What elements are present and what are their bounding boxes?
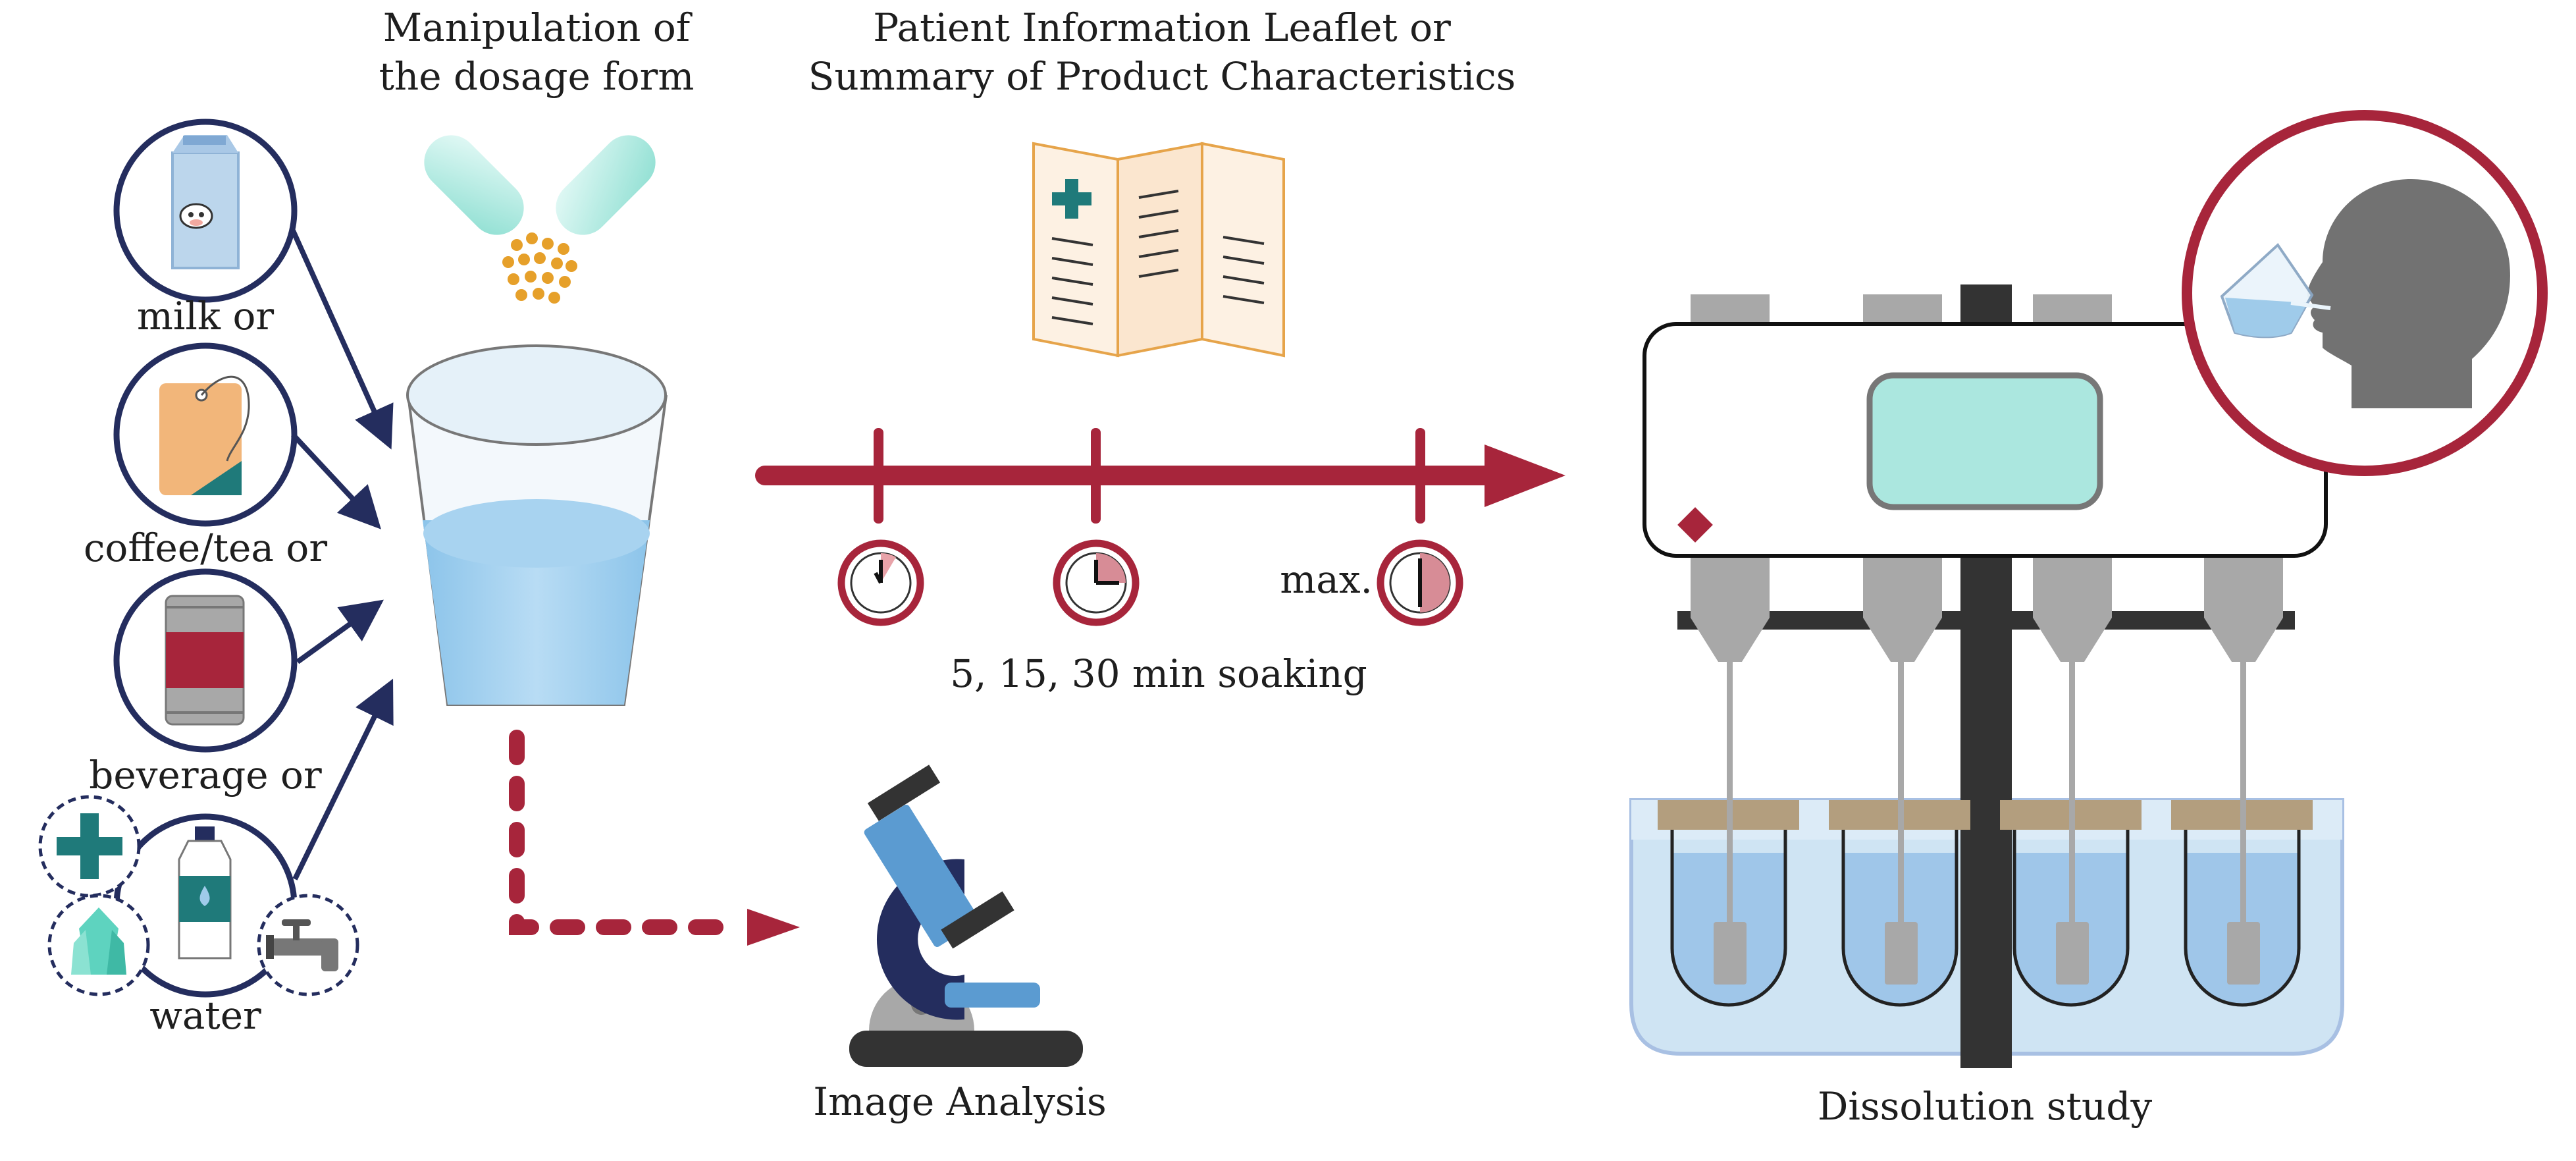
water-label: water [149, 993, 261, 1038]
liquid-arrows [290, 229, 394, 880]
motor-heads [1691, 553, 2283, 662]
milk-label: milk or [137, 294, 275, 338]
tap-icon [257, 894, 359, 996]
drinking-head-icon [2182, 110, 2548, 476]
crystal-icon [47, 894, 150, 996]
milk-option: milk or [113, 119, 298, 338]
coffee-tea-label: coffee/tea or [84, 526, 327, 570]
timeline-arrow [755, 428, 1565, 524]
dashed-arrow-to-image-analysis [509, 730, 800, 946]
dissolution-label: Dissolution study [1818, 1084, 2153, 1129]
beverage-label: beverage or [89, 753, 322, 797]
beverage-can-icon [165, 595, 245, 726]
glass-icon [406, 344, 668, 706]
powder-granules [502, 232, 577, 304]
vessels [1658, 800, 2313, 1007]
capsule-icon [424, 135, 656, 304]
water-option: water [38, 795, 359, 1038]
leaflet-title-2: Summary of Product Characteristics [808, 54, 1516, 99]
clock-icon [1377, 539, 1463, 626]
water-bottle-icon [178, 826, 232, 959]
cross-icon [38, 795, 141, 898]
microscope-icon [849, 765, 1083, 1067]
image-analysis-label: Image Analysis [813, 1079, 1107, 1124]
max-label: max. [1280, 557, 1373, 602]
leaflet-icon [1032, 142, 1285, 358]
clock-icon [837, 539, 924, 626]
leaflet-text-lines [1051, 190, 1265, 325]
shafts [1714, 662, 2260, 985]
manipulation-title-2: the dosage form [379, 54, 695, 99]
soaking-label: 5, 15, 30 min soaking [950, 651, 1367, 696]
tea-bag-icon [159, 375, 250, 495]
clock-icon [1053, 539, 1140, 626]
leaflet-cross-icon [1052, 179, 1091, 219]
manipulation-title-1: Manipulation of [383, 5, 693, 50]
beverage-option: beverage or [89, 568, 322, 797]
leaflet-title-1: Patient Information Leaflet or [873, 5, 1451, 50]
milk-carton-icon [171, 135, 240, 269]
coffee-tea-option: coffee/tea or [84, 342, 327, 570]
dissolution-apparatus-icon [1629, 284, 2344, 1068]
